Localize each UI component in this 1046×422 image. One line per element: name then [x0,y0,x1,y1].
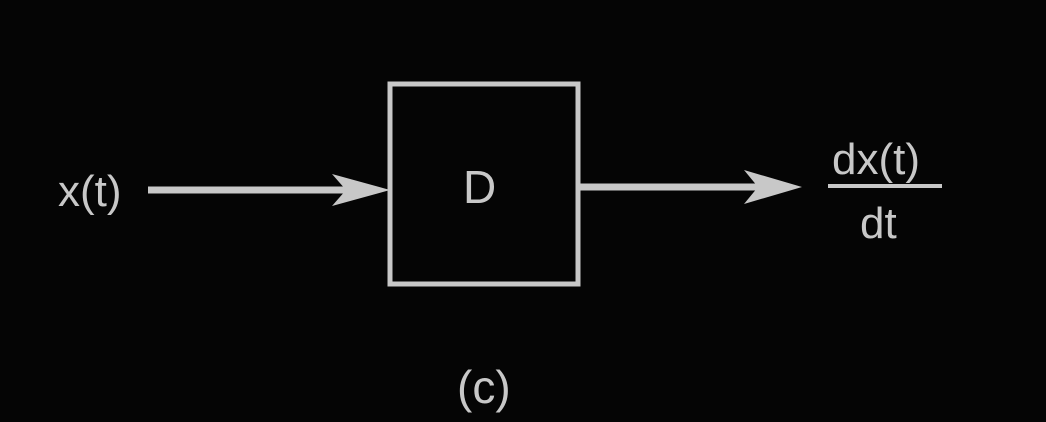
input-signal-label: x(t) [58,167,122,216]
input-arrow-head [332,174,390,206]
output-denominator: dt [860,199,897,248]
output-arrow-head [744,170,802,204]
block-label: D [463,161,497,213]
figure-caption: (c) [457,361,511,413]
output-numerator: dx(t) [832,135,920,184]
